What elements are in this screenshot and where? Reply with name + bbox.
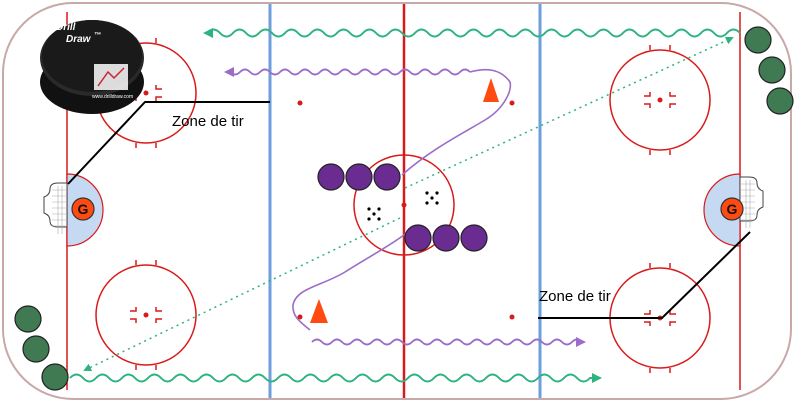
shooting-zone-label-left: Zone de tir: [172, 113, 244, 130]
purple-wave-bottom: [311, 337, 586, 347]
player-marker: [766, 87, 794, 115]
svg-text:G: G: [78, 201, 89, 217]
skate-path-top: [401, 68, 512, 176]
net-icon: [43, 182, 68, 234]
player-marker: [41, 363, 69, 391]
cone-icon: [310, 299, 328, 323]
puck-icon: [367, 207, 381, 221]
wavy-path-top: [203, 28, 741, 38]
player-marker: [373, 163, 401, 191]
faceoff-circle-bottom-left: [95, 260, 197, 370]
shooting-zone-label-right: Zone de tir: [539, 288, 611, 305]
center-circle: [353, 154, 455, 256]
purple-player-group-top: [317, 163, 401, 191]
player-marker: [460, 224, 488, 252]
player-marker: [14, 305, 42, 333]
green-player-group-top-right: [744, 26, 794, 115]
cone-icon: [483, 78, 499, 102]
goalie-icon: G: [720, 197, 744, 221]
player-marker: [758, 56, 786, 84]
player-marker: [345, 163, 373, 191]
player-marker: [404, 224, 432, 252]
green-player-group-bottom-left: [14, 305, 69, 391]
player-marker: [22, 335, 50, 363]
goalie-icon: G: [71, 197, 95, 221]
purple-player-group-bottom: [404, 224, 488, 252]
player-marker: [317, 163, 345, 191]
wavy-path-bottom: [69, 373, 602, 383]
shooting-zone-line-left: [67, 101, 270, 185]
shooting-zone-line-right: [538, 231, 751, 319]
drilldraw-logo: Drill Draw ™ www.drilldraw.com: [36, 12, 148, 122]
skate-path-bottom: [292, 231, 409, 331]
pass-line-lower: [83, 217, 401, 371]
player-marker: [432, 224, 460, 252]
faceoff-circle-top-right: [609, 45, 711, 155]
player-marker: [744, 26, 772, 54]
puck-icon: [425, 191, 439, 205]
svg-text:G: G: [727, 201, 738, 217]
purple-wave-top: [224, 67, 471, 77]
net-icon: [739, 176, 764, 228]
